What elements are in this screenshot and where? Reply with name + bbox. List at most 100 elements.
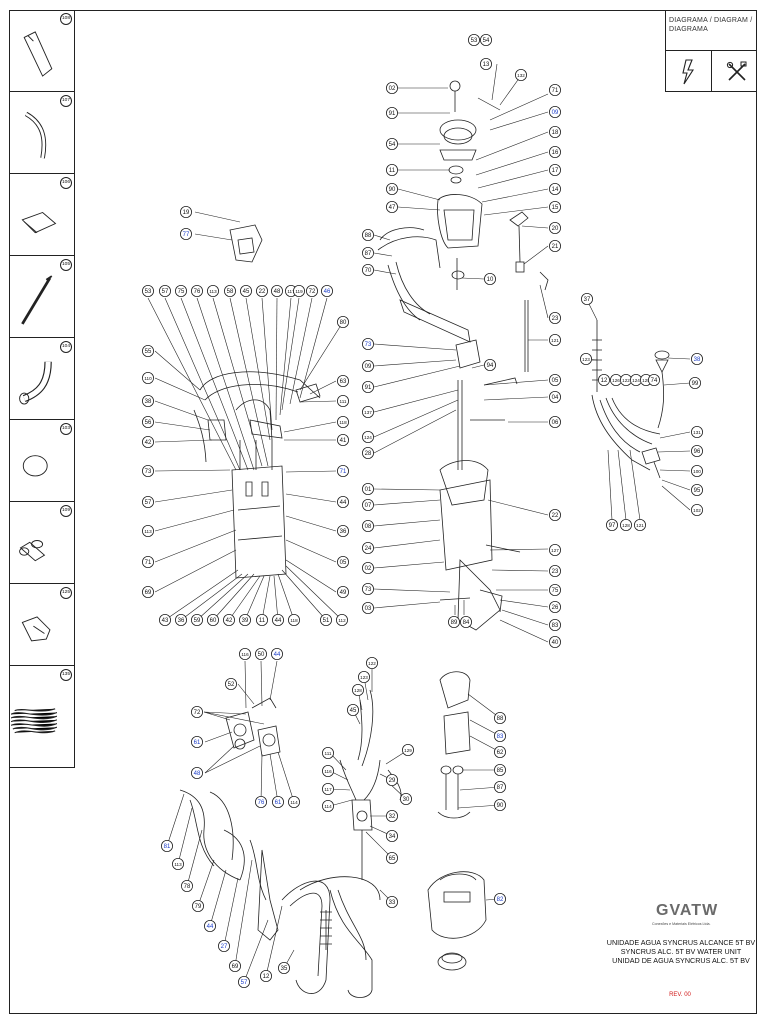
callout-number: 36	[340, 529, 347, 535]
callout-number: 02	[389, 86, 396, 92]
part-callout: 126	[610, 373, 623, 386]
callout-number: 126	[612, 378, 620, 383]
callout-number: 113	[209, 289, 217, 294]
part-callout: 90	[493, 799, 506, 812]
callout-number: 83	[497, 734, 504, 740]
revision-label: REV. 00	[669, 992, 691, 998]
part-number: 108	[60, 13, 72, 25]
callout-number: 53	[471, 38, 478, 44]
part-callout: 10	[483, 272, 496, 285]
bottom-left-assembly-drawing	[179, 697, 332, 994]
callout-number: 30	[403, 797, 410, 803]
callout-number: 122	[622, 378, 630, 383]
part-callout: 51	[319, 614, 332, 627]
part-number: 104	[60, 341, 72, 353]
callout-number: 36	[178, 618, 185, 624]
part-callout: 70	[361, 263, 374, 276]
callout-number: 37	[584, 297, 591, 303]
part-callout: 124	[630, 373, 643, 386]
callout-number: 81	[164, 844, 171, 850]
callout-number: 116	[241, 652, 249, 657]
part-callout: 22	[549, 508, 562, 521]
part-callout: 34	[385, 830, 398, 843]
part-callout: 84	[459, 616, 472, 629]
part-callout: 74	[648, 373, 661, 386]
title-line-pt: UNIDADE AGUA SYNCRUS ALCANCE 5T BV	[606, 938, 756, 947]
part-callout: 19	[179, 205, 192, 218]
part-callout: 45	[346, 704, 359, 717]
part-callout: 116	[238, 648, 251, 661]
part-callout: 56	[141, 415, 154, 428]
part-callout: 80	[336, 315, 349, 328]
callout-number: 72	[309, 289, 316, 295]
callout-number: 114	[290, 800, 298, 805]
callout-number: 83	[552, 623, 559, 629]
part-callout: 24	[361, 542, 374, 555]
part-callout: 02	[385, 82, 398, 95]
callout-number: 123	[360, 675, 368, 680]
part-callout: 05	[336, 556, 349, 569]
part-callout: 77	[179, 227, 192, 240]
callout-number: 61	[194, 740, 201, 746]
callout-number: 118	[339, 420, 347, 425]
part-callout: 12	[598, 373, 611, 386]
part-callout: 128	[351, 684, 364, 697]
part-callout: 118	[287, 614, 300, 627]
callout-number: 91	[365, 385, 372, 391]
part-callout: 11	[255, 614, 268, 627]
part-callout: 14	[549, 182, 562, 195]
callout-number: 90	[389, 187, 396, 193]
callout-number: 80	[340, 320, 347, 326]
callout-number: 56	[145, 420, 152, 426]
part-callout: 128	[620, 519, 633, 532]
part-callout: 39	[238, 614, 251, 627]
part-callout: 118	[336, 415, 349, 428]
part-callout: 123	[357, 671, 370, 684]
tools-icon	[726, 61, 747, 81]
part-callout: 44	[336, 495, 349, 508]
callout-number: 22	[552, 513, 559, 519]
spare-part-cell: 135	[9, 666, 75, 768]
part-callout: 44	[203, 920, 216, 933]
part-number: 135	[60, 669, 72, 681]
part-callout: 131	[691, 425, 704, 438]
callout-number: 72	[194, 710, 201, 716]
spare-part-cell: 125	[9, 584, 75, 666]
part-callout: 71	[336, 464, 349, 477]
part-callout: 82	[493, 893, 506, 906]
part-callout: 32	[385, 810, 398, 823]
part-callout: 76	[190, 284, 203, 297]
callout-number: 117	[287, 289, 295, 294]
callout-number: 11	[389, 168, 396, 174]
part-callout: 114	[321, 800, 334, 813]
logo-tagline: Conexões e Materiais Elétricos Ltda.	[652, 922, 711, 926]
bottom-center-assembly-drawing	[299, 689, 402, 998]
callout-number: 04	[552, 395, 559, 401]
nozzle-cap-icon	[21, 616, 51, 642]
part-callout: 55	[141, 344, 154, 357]
part-callout: 47	[385, 200, 398, 213]
part-callout: 22	[255, 284, 268, 297]
part-callout: 26	[549, 601, 562, 614]
callout-number: 116	[324, 769, 332, 774]
callout-number: 55	[145, 349, 152, 355]
callout-number: 63	[340, 379, 347, 385]
part-callout: 58	[223, 284, 236, 297]
callout-number: 78	[184, 884, 191, 890]
callout-number: 97	[609, 523, 616, 529]
part-callout: 15	[549, 200, 562, 213]
callout-number: 40	[552, 640, 559, 646]
part-callout: 72	[190, 706, 203, 719]
part-callout: 16	[549, 145, 562, 158]
part-callout: 06	[549, 415, 562, 428]
part-callout: 46	[320, 284, 333, 297]
part-callout: 33	[385, 896, 398, 909]
callout-number: 27	[221, 944, 228, 950]
spare-part-cell: 106	[9, 174, 75, 256]
part-callout: 48	[190, 767, 203, 780]
part-callout: 89	[447, 616, 460, 629]
callout-number: 84	[463, 620, 470, 626]
callout-number: 41	[340, 438, 347, 444]
callout-number: 75	[178, 289, 185, 295]
